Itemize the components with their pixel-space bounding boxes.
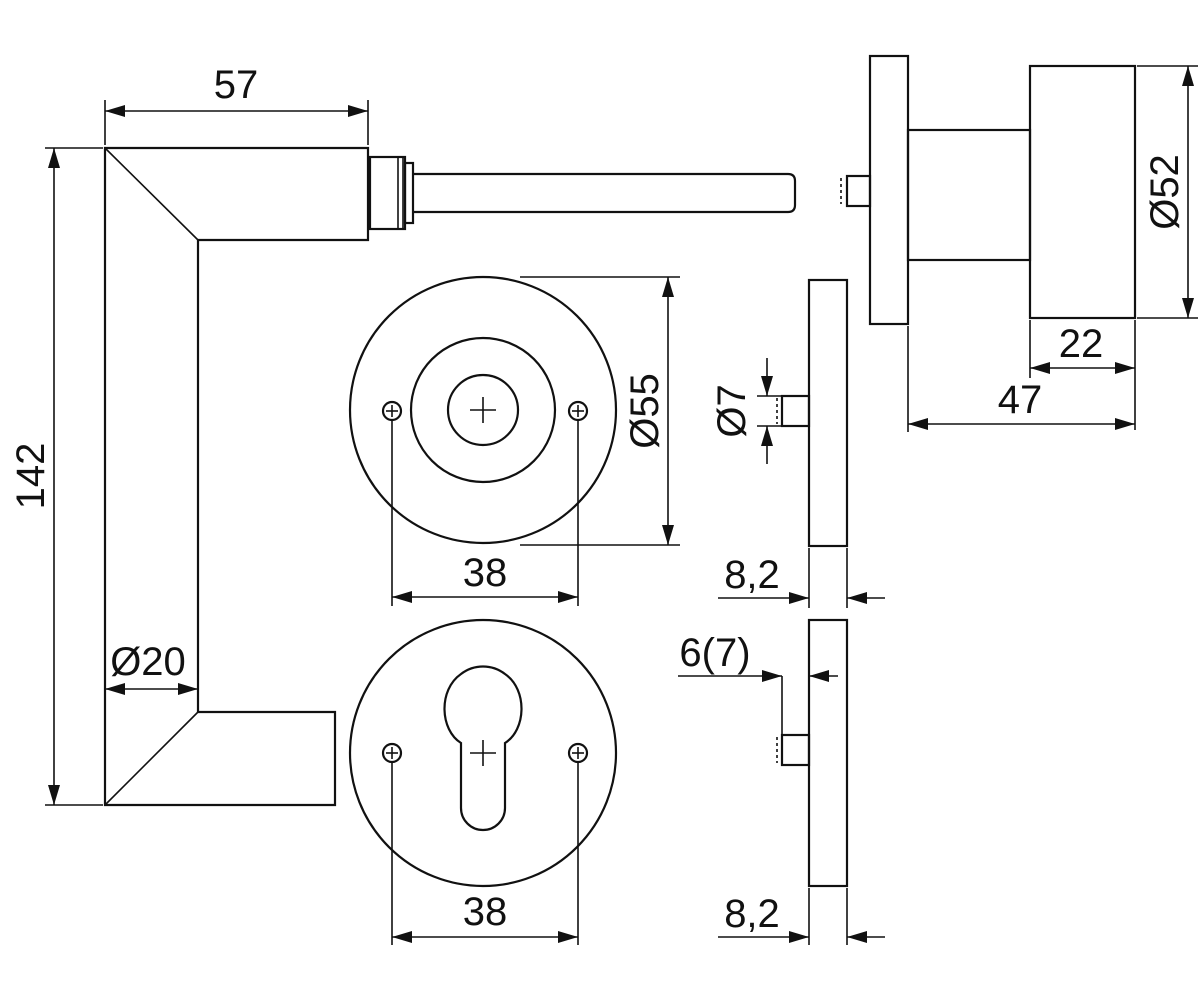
dim-label-22: 22 xyxy=(1059,322,1104,366)
dimension-6-7: 6(7) xyxy=(678,631,838,735)
dimension-8-2-bottom: 8,2 xyxy=(718,888,885,945)
screw-hole xyxy=(381,742,403,764)
rosette-side-view-bottom xyxy=(776,618,849,888)
knob xyxy=(840,54,1137,326)
dim-label-d20: Ø20 xyxy=(110,640,186,684)
dimension-d52: Ø52 xyxy=(1137,65,1198,319)
dim-label-142: 142 xyxy=(9,443,53,510)
dimension-22: 22 xyxy=(1029,320,1136,430)
rosette-standard xyxy=(348,275,618,545)
dim-label-57: 57 xyxy=(214,63,259,107)
dim-label-d55: Ø55 xyxy=(623,373,667,449)
screw-hole xyxy=(381,400,403,422)
dim-label-38-bottom: 38 xyxy=(463,890,508,934)
dim-label-d52: Ø52 xyxy=(1143,154,1187,230)
dim-label-8-2-top: 8,2 xyxy=(724,553,780,597)
lever-handle xyxy=(103,146,370,807)
rosette-side-view-top xyxy=(776,278,849,548)
dimension-d20: Ø20 xyxy=(105,640,198,695)
dimension-d55: Ø55 xyxy=(520,276,680,546)
dim-label-38-top: 38 xyxy=(463,551,508,595)
dim-label-8-2-bottom: 8,2 xyxy=(724,892,780,936)
spindle xyxy=(368,155,797,231)
dimension-142: 142 xyxy=(9,147,103,806)
rosette-profile-cylinder xyxy=(348,618,618,888)
screw-hole xyxy=(567,742,589,764)
dim-label-6-7: 6(7) xyxy=(679,631,750,675)
dimension-8-2-top: 8,2 xyxy=(718,548,885,608)
dim-label-47: 47 xyxy=(998,378,1043,422)
dimension-38-bottom: 38 xyxy=(391,762,579,945)
dimension-38-top: 38 xyxy=(391,420,579,606)
dimension-d7: Ø7 xyxy=(710,358,782,464)
dimension-47: 47 xyxy=(907,326,1135,432)
screw-hole xyxy=(567,400,589,422)
dimension-57: 57 xyxy=(104,63,369,145)
dim-label-d7: Ø7 xyxy=(710,384,754,437)
